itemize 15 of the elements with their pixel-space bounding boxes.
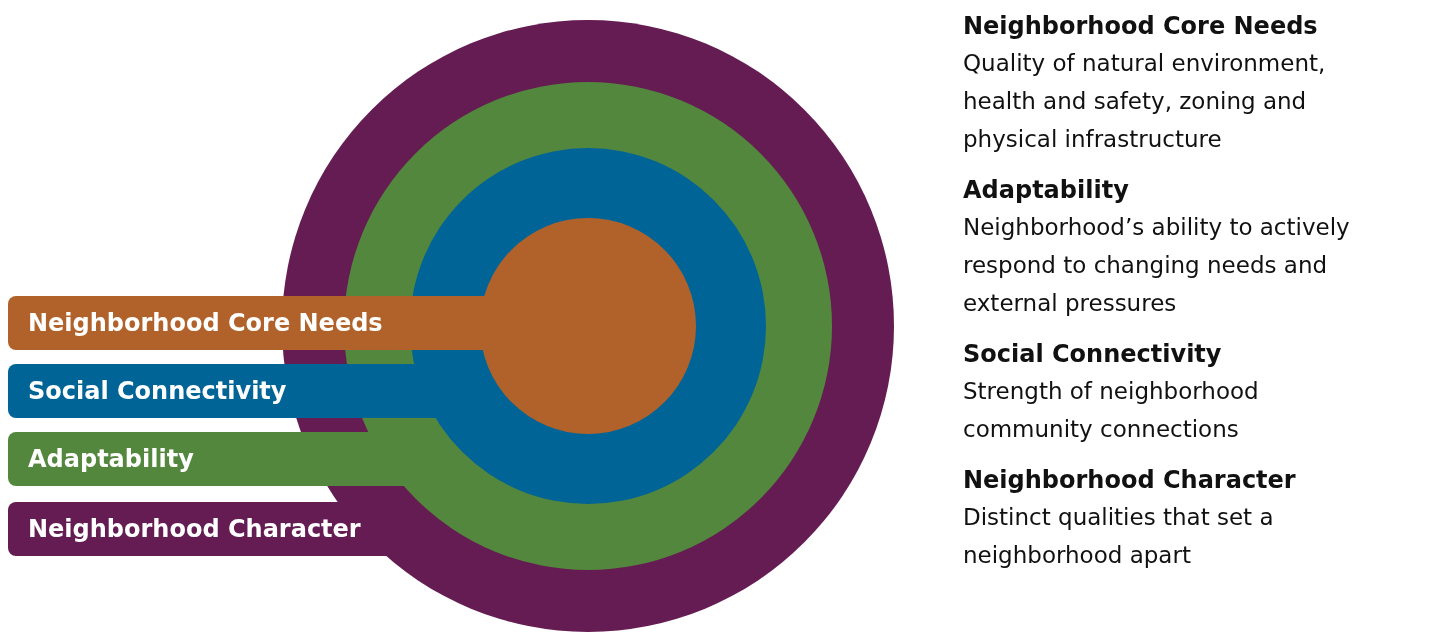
label-band [8,364,414,418]
description-heading: Adaptability [963,175,1130,206]
description-text: Distinct qualities that set a neighborhood apart [963,503,1275,570]
description-heading: Neighborhood Character [963,465,1297,496]
band-label: Neighborhood Character [28,514,361,545]
band-label: Adaptability [28,444,194,475]
description-heading: Social Connectivity [963,339,1223,370]
description-text: Strength of neighborhood community connections [963,377,1260,444]
description-text: Quality of natural environment, health and safety, zoning and physical infrastructure [963,49,1327,154]
label-band [8,296,480,350]
description-text: Neighborhood’s ability to actively respond to changing needs and external pressures [963,213,1351,318]
description-heading: Neighborhood Core Needs [963,11,1319,42]
band-label: Social Connectivity [28,376,287,407]
band-label: Neighborhood Core Needs [28,308,383,339]
label-band [8,432,368,486]
